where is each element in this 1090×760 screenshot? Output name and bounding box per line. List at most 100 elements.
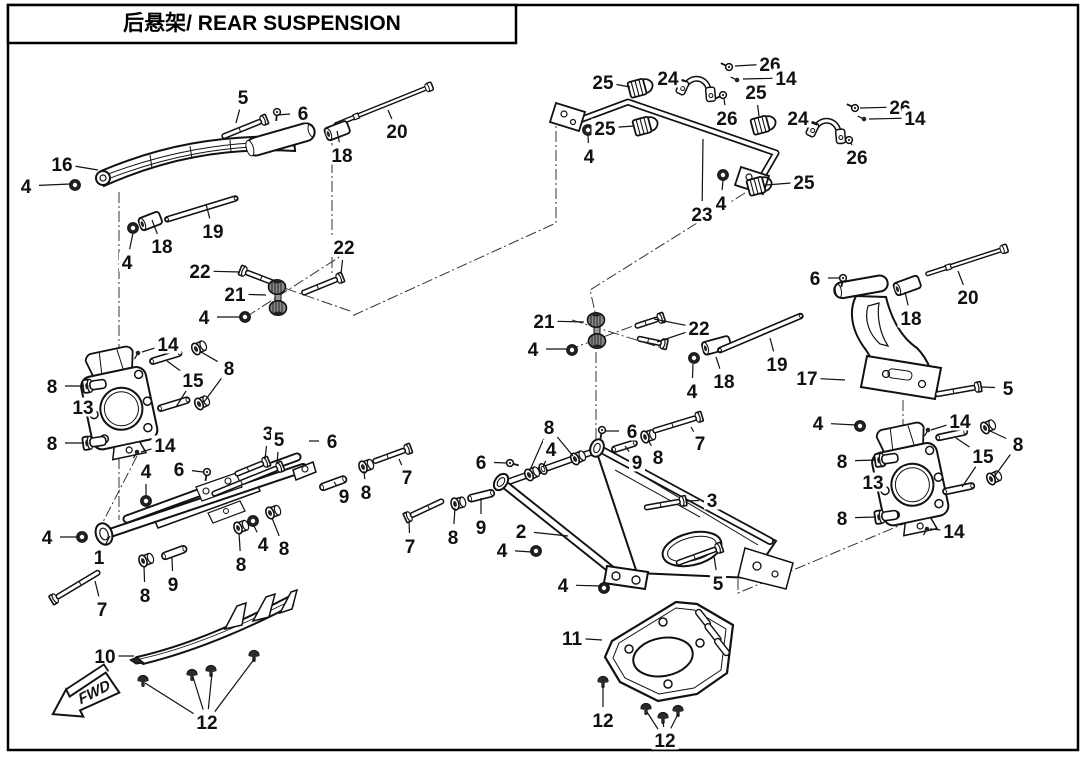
fastener-cap [569,450,587,466]
callout-19: 19 [763,337,791,376]
part-number-label: 6 [810,269,821,290]
callout-11: 11 [558,628,603,650]
fastener-nut [76,531,88,543]
callout-8: 8 [200,351,237,403]
part-number-label: 8 [224,359,235,380]
part-number-label: 7 [97,600,108,621]
part-number-label: 5 [1003,379,1014,400]
callout-25: 25 [589,72,631,94]
fastener-screw [846,103,860,113]
callout-5: 5 [710,555,726,595]
callout-6: 6 [807,268,840,290]
fastener-cap [265,504,282,520]
fastener-pushpin [672,704,684,717]
fastener-screw [720,62,734,72]
callout-10: 10 [91,646,134,668]
part-number-label: 8 [140,586,151,607]
part-number-label: 26 [846,148,867,169]
callout-15: 15 [955,437,997,488]
part-number-label: 25 [594,119,616,140]
part-number-label: 16 [51,155,72,176]
callout-15: 15 [166,360,207,408]
part-number-label: 8 [544,418,555,439]
part-number-label: 8 [837,452,848,473]
fastener-bolt [634,311,667,329]
part-number-label: 1 [94,548,105,569]
fastener-tube [164,195,239,223]
callout-26: 26 [843,142,871,169]
callout-4: 4 [253,525,271,556]
fastener-nut [69,179,81,191]
fastener-tube [160,545,188,561]
callout-4: 4 [39,527,78,549]
callout-4: 4 [555,575,603,597]
callout-12: 12 [646,711,679,752]
callout-16: 16 [48,154,99,176]
part-number-label: 14 [943,522,965,543]
fastener-tube [611,439,638,453]
part-number-label: 15 [972,447,994,468]
part-number-label: 4 [558,576,569,597]
part-number-label: 18 [331,146,352,167]
callout-26: 26 [859,97,914,119]
fastener-nut [598,582,610,594]
part-number-label: 25 [793,173,815,194]
part-number-label: 6 [476,453,487,474]
fastener-cap [640,428,657,444]
fastener-tube [157,396,191,412]
part-number-label: 8 [837,509,848,530]
part-number-label: 8 [279,539,290,560]
callout-4: 4 [810,413,857,435]
callout-22: 22 [653,318,713,343]
callout-8: 8 [44,376,84,398]
part-number-label: 22 [688,319,709,340]
fastener-screw [505,458,519,468]
part-number-label: 8 [448,528,459,549]
part-number-label: 7 [405,537,416,558]
callout-8: 8 [137,565,153,607]
fastener-screw [202,467,212,482]
part-number-label: 4 [584,147,595,168]
callout-25: 25 [742,82,770,117]
part-number-label: 4 [546,440,557,461]
fastener-cap [233,519,250,535]
fastener-pushpin [205,664,217,677]
part-number-label: 5 [238,88,249,109]
fastener-bolt [372,442,414,464]
callout-14: 14 [929,521,968,543]
fastener-bushing [892,274,922,297]
fastener-bolt8 [81,378,107,394]
callout-3: 3 [686,490,720,512]
part-number-label: 19 [766,355,787,376]
fastener-bolt [643,494,688,511]
part-number-label: 4 [199,308,210,329]
part-number-label: 18 [900,309,921,330]
callout-7: 7 [398,458,415,489]
callout-24: 24 [784,108,818,130]
callout-14: 14 [141,334,182,356]
callout-14: 14 [930,411,974,433]
part-number-label: 4 [258,535,269,556]
callout-7: 7 [690,426,708,455]
fastener-tube [318,475,348,492]
part-number-label: 23 [691,205,712,226]
part-number-label: 25 [745,83,767,104]
title-box [6,3,518,45]
fastener-nut [688,352,700,364]
fwd-arrow-icon [51,671,121,718]
part-number-label: 22 [333,238,354,259]
callout-14: 14 [742,68,800,90]
callout-6: 6 [276,103,311,125]
callout-7: 7 [402,520,418,558]
part-number-label: 4 [687,382,698,403]
callout-4: 4 [684,363,700,403]
callout-8: 8 [647,439,666,469]
fastener-bolt8 [873,509,899,525]
fastener-pin [730,76,740,83]
callout-4: 4 [119,232,135,274]
fastener-bolt8 [873,452,899,468]
callout-8: 8 [834,451,877,473]
fastener-nut [247,515,259,527]
fastener-cap [979,419,997,435]
